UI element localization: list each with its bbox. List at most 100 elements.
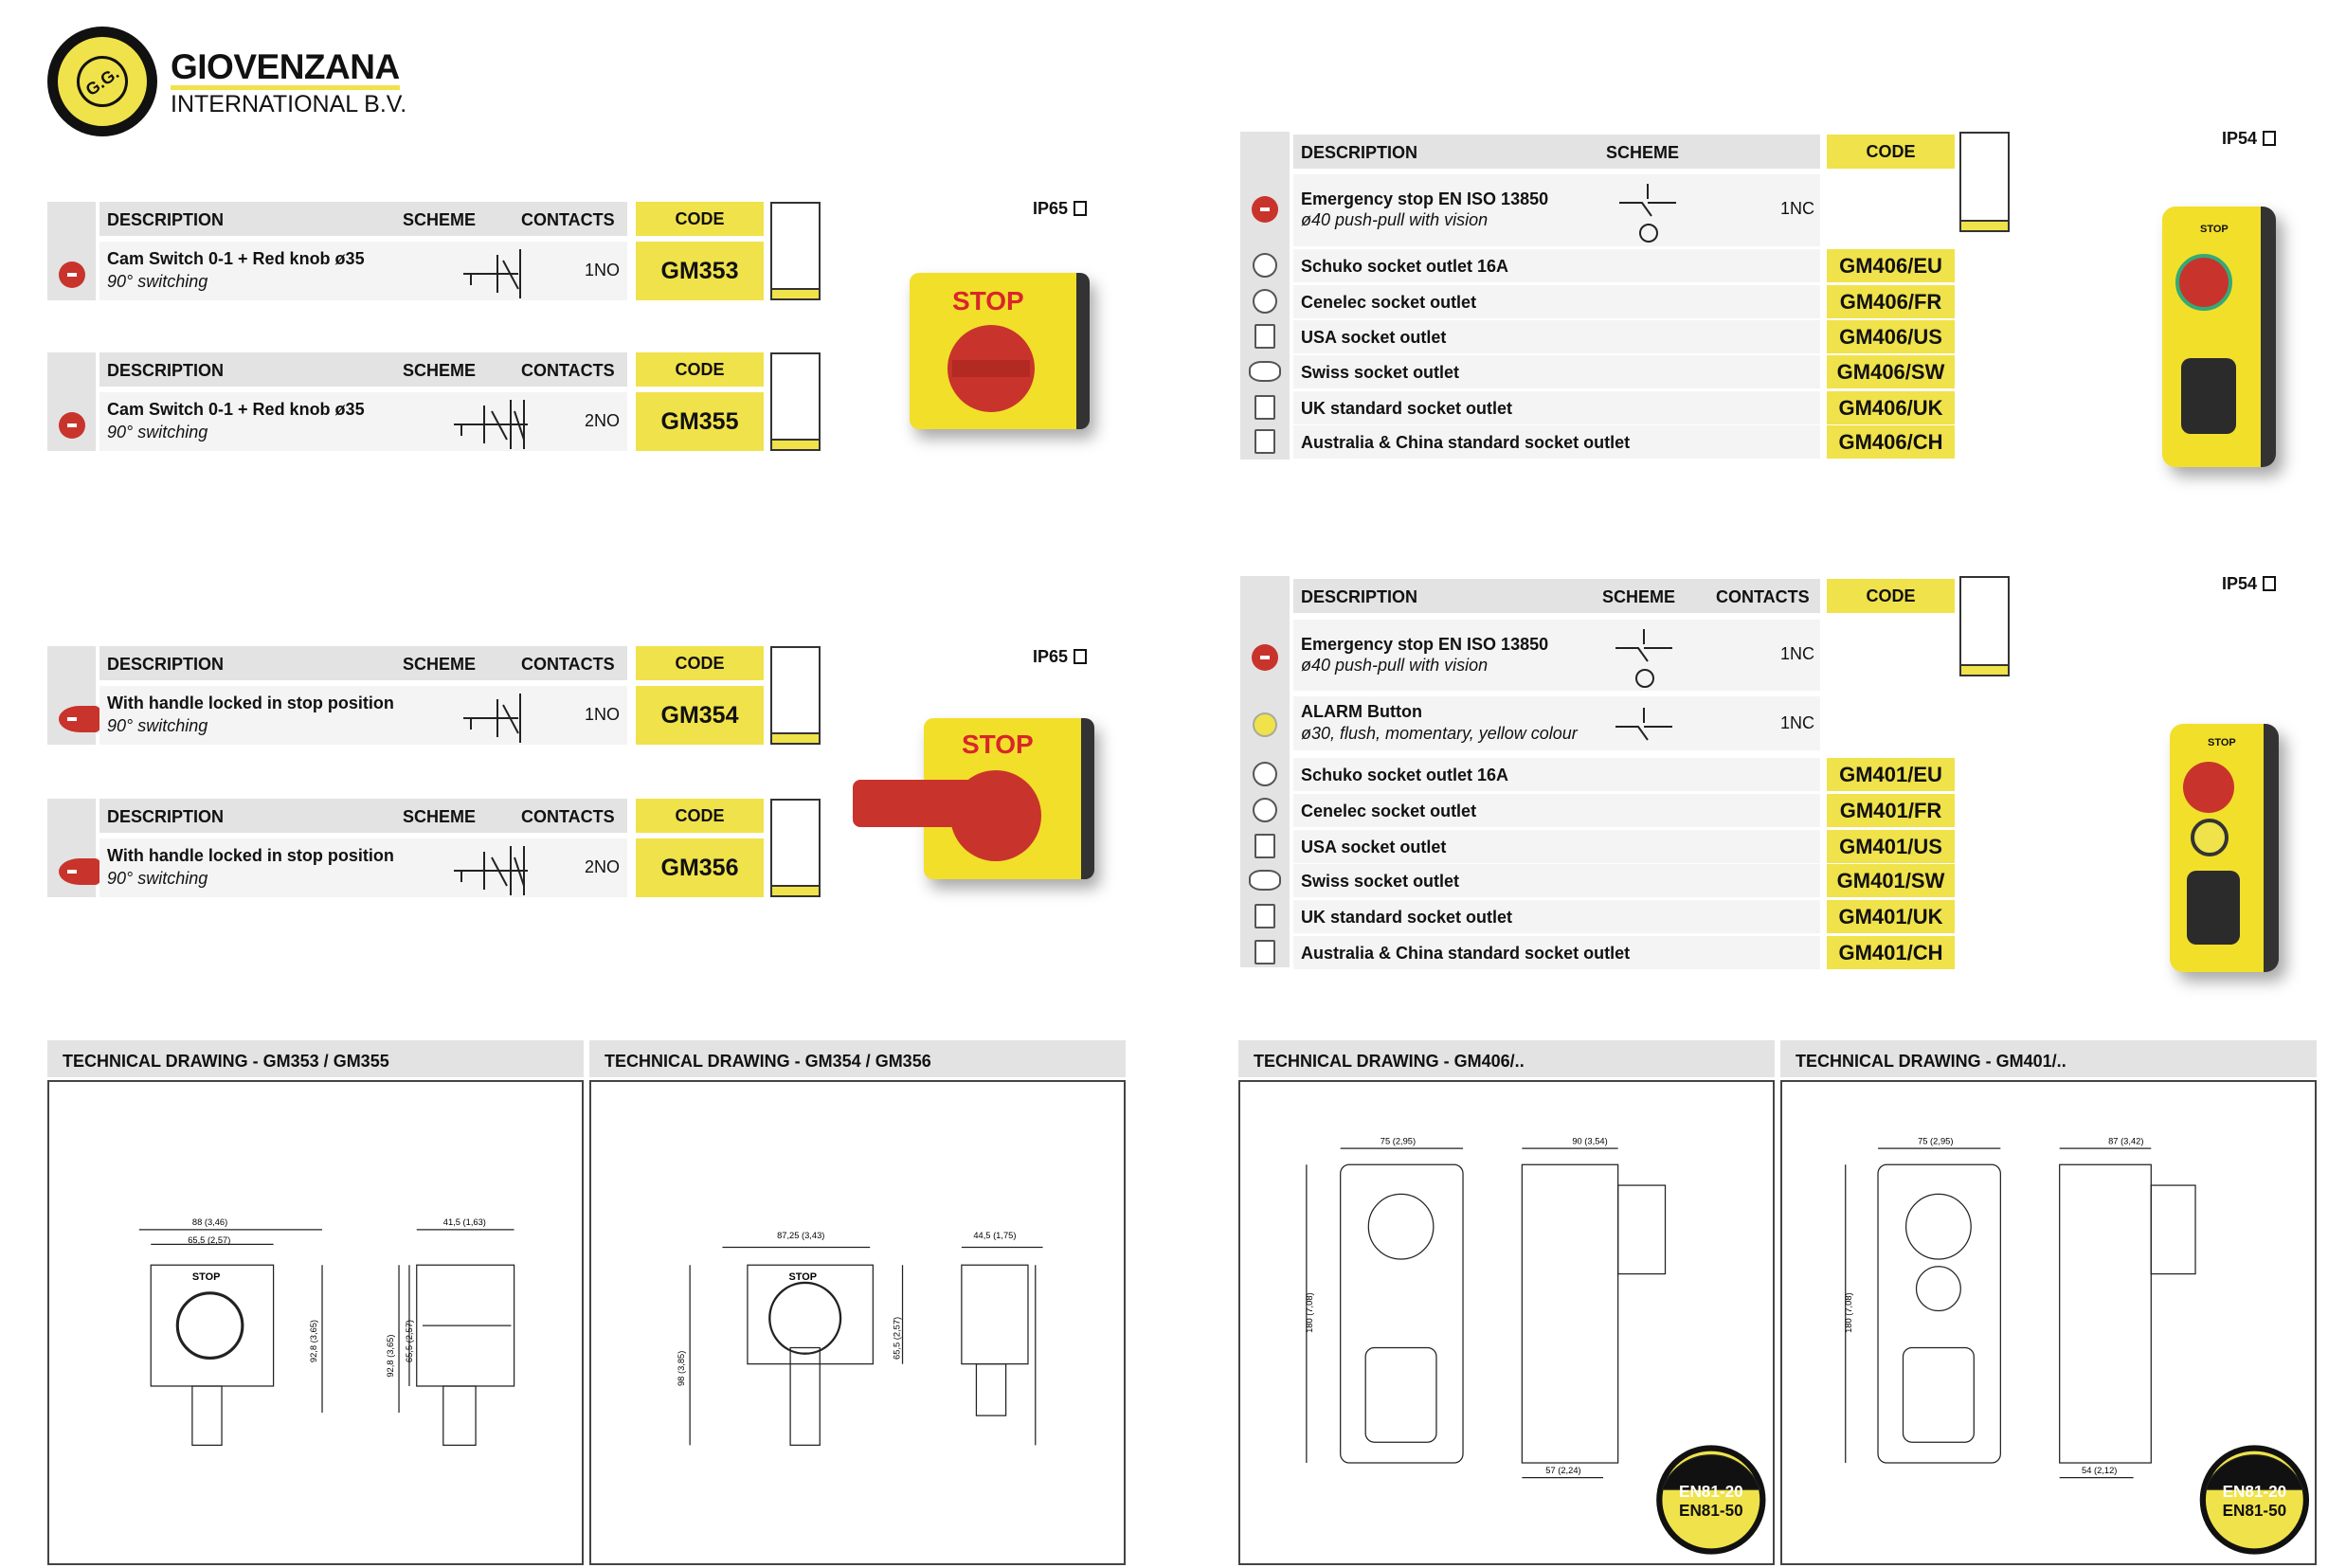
dimension-label: 88 (3,46) <box>192 1217 227 1227</box>
col-code: CODE <box>636 352 764 387</box>
socket-label: Cenelec socket outlet <box>1301 802 1477 820</box>
badge-line2: EN81-50 <box>2223 1501 2287 1520</box>
usa-socket-icon <box>1254 834 1275 858</box>
cenelec-socket-icon <box>1253 289 1277 314</box>
uk-socket-icon <box>1254 395 1275 420</box>
badge-line1: EN81-20 <box>1679 1482 1743 1501</box>
ip-rating: IP54 <box>2222 574 2277 594</box>
col-scheme: SCHEME <box>403 361 477 380</box>
uk-socket-icon <box>1254 904 1275 928</box>
brand-subtitle: INTERNATIONAL B.V. <box>171 91 407 117</box>
alarm-bell-icon <box>1253 712 1277 737</box>
technical-drawing-gm401: 75 (2,95) 87 (3,42) 180 (7,08) 54 (2,12)… <box>1780 1080 2317 1565</box>
emergency-stop-icon <box>1252 196 1278 223</box>
socket-label: Australia & China standard socket outlet <box>1301 433 1631 452</box>
australia-china-socket-icon <box>1254 940 1275 964</box>
product-code: GM401/UK <box>1827 900 1955 933</box>
en81-badge: EN81-20 EN81-50 <box>2199 1445 2310 1555</box>
table-row: USA socket outlet <box>1293 320 1820 353</box>
red-handle-icon <box>59 858 100 885</box>
product-subtitle: 90° switching <box>107 423 208 442</box>
product-code: GM355 <box>636 392 764 451</box>
socket-label: UK standard socket outlet <box>1301 908 1513 927</box>
col-scheme: SCHEME <box>403 655 477 674</box>
dimension-label: 75 (2,95) <box>1918 1136 1953 1145</box>
drawing-stop-label: STOP <box>192 1271 220 1283</box>
red-knob-icon <box>59 412 85 439</box>
table-row: Swiss socket outlet <box>1293 864 1820 897</box>
socket-label: Australia & China standard socket outlet <box>1301 944 1631 963</box>
table-row: With handle locked in stop position 90° … <box>99 686 627 745</box>
product-code: GM353 <box>636 242 764 300</box>
product-code: GM401/US <box>1827 830 1955 863</box>
technical-drawing-gm406: 75 (2,95) 90 (3,54) 180 (7,08) 57 (2,24)… <box>1238 1080 1775 1565</box>
dimension-label: 92,8 (3,65) <box>386 1335 395 1378</box>
product-subtitle: ø40 push-pull with vision <box>1301 656 1489 675</box>
red-knob-icon <box>59 261 85 288</box>
col-contacts: CONTACTS <box>521 210 615 229</box>
dimension-label: 41,5 (1,63) <box>443 1217 486 1227</box>
product-code: GM406/US <box>1827 320 1955 353</box>
product-subtitle: 90° switching <box>107 272 208 291</box>
col-code: CODE <box>636 799 764 833</box>
product-title: With handle locked in stop position <box>107 694 394 712</box>
product-code: GM406/SW <box>1827 355 1955 388</box>
dimension-label: 87 (3,42) <box>2108 1136 2143 1145</box>
ip-rating: IP65 <box>1033 199 1088 219</box>
product-photo-gm354: STOP <box>853 718 1094 879</box>
scheme-1no-icon <box>463 694 521 743</box>
socket-label: UK standard socket outlet <box>1301 399 1513 418</box>
product-title: Cam Switch 0-1 + Red knob ø35 <box>107 249 365 268</box>
product-subtitle: 90° switching <box>107 869 208 888</box>
scheme-1nc-icon <box>1619 184 1676 243</box>
lift-person-icon <box>1959 132 2010 232</box>
product-title: With handle locked in stop position <box>107 846 394 865</box>
usa-socket-icon <box>1254 324 1275 349</box>
dimension-label: 75 (2,95) <box>1381 1136 1416 1145</box>
drawing-title: TECHNICAL DRAWING - GM353 / GM355 <box>47 1040 584 1077</box>
product-photo-gm406: STOP <box>2162 207 2276 467</box>
table-row: Cam Switch 0-1 + Red knob ø35 90° switch… <box>99 392 627 451</box>
contacts-value: 1NO <box>584 261 620 279</box>
product-subtitle: 90° switching <box>107 716 208 735</box>
table-row: Emergency stop EN ISO 13850 ø40 push-pul… <box>1293 620 1820 691</box>
table-row: USA socket outlet <box>1293 830 1820 863</box>
technical-drawing-gm354-gm356: STOP 87,25 (3,43) 98 (3,85) 65,5 (2,57) … <box>589 1080 1126 1565</box>
contacts-value: 1NC <box>1780 199 1815 218</box>
col-code: CODE <box>1827 579 1955 613</box>
dimension-label: 44,5 (1,75) <box>973 1231 1016 1240</box>
drawing-stop-label: STOP <box>789 1271 817 1283</box>
table-row: Schuko socket outlet 16A <box>1293 758 1820 791</box>
badge-line1: EN81-20 <box>2223 1482 2287 1501</box>
technical-drawing-gm353-gm355: STOP 88 (3,46) 65,5 (2,57) 92,8 (3,65) 4… <box>47 1080 584 1565</box>
swiss-socket-icon <box>1249 361 1281 382</box>
product-code: GM401/CH <box>1827 936 1955 969</box>
table-row: Schuko socket outlet 16A <box>1293 249 1820 282</box>
table-row: UK standard socket outlet <box>1293 900 1820 933</box>
product-subtitle: ø30, flush, momentary, yellow colour <box>1301 724 1578 743</box>
badge-line2: EN81-50 <box>1679 1501 1743 1520</box>
product-code: GM354 <box>636 686 764 745</box>
schuko-socket-icon <box>1253 762 1277 786</box>
table-row: UK standard socket outlet <box>1293 391 1820 424</box>
col-description: DESCRIPTION <box>107 210 225 229</box>
socket-label: Schuko socket outlet 16A <box>1301 766 1509 784</box>
dimension-label: 180 (7,08) <box>1305 1292 1314 1333</box>
lift-person-icon <box>770 799 821 897</box>
col-description: DESCRIPTION <box>1301 587 1418 606</box>
lift-person-icon <box>770 646 821 745</box>
product-code: GM406/UK <box>1827 391 1955 424</box>
product-code: GM401/EU <box>1827 758 1955 791</box>
scheme-2no-icon <box>454 846 528 895</box>
table-row: Emergency stop EN ISO 13850 ø40 push-pul… <box>1293 174 1820 246</box>
dimension-label: 54 (2,12) <box>2082 1466 2117 1475</box>
col-scheme: SCHEME <box>403 807 477 826</box>
table-row: Cam Switch 0-1 + Red knob ø35 90° switch… <box>99 242 627 300</box>
socket-label: Cenelec socket outlet <box>1301 293 1477 312</box>
scheme-1nc-icon <box>1615 629 1672 688</box>
col-contacts: CONTACTS <box>521 361 615 380</box>
col-scheme: SCHEME <box>1606 143 1680 162</box>
